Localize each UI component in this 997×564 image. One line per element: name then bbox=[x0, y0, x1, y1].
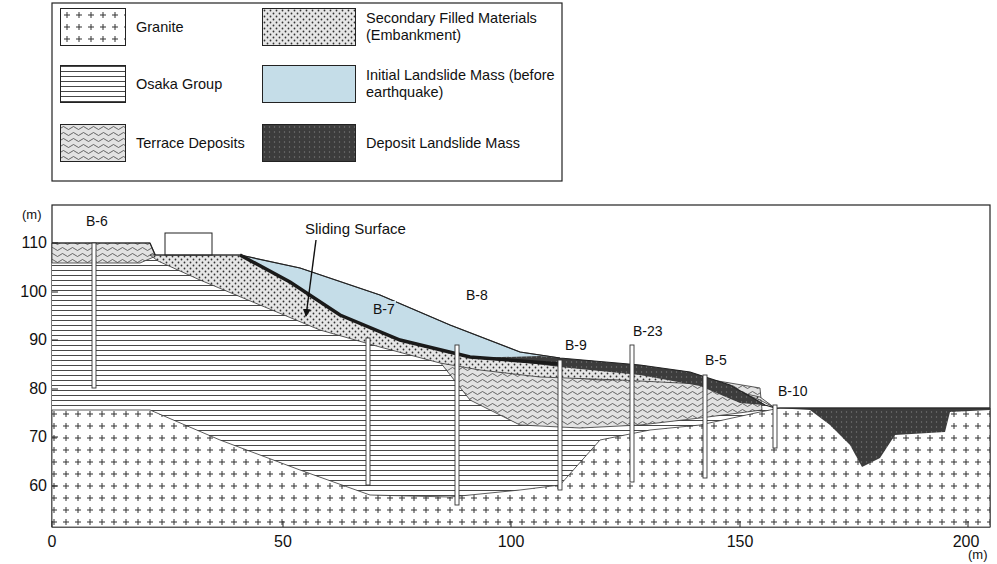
legend-swatch bbox=[262, 65, 356, 103]
legend-text: Terrace Deposits bbox=[136, 135, 248, 152]
borehole-label: B-7 bbox=[372, 301, 396, 317]
borehole-label: B-9 bbox=[565, 337, 587, 353]
axis-number: 110 bbox=[21, 234, 47, 252]
axis-unit: (m) bbox=[22, 208, 42, 223]
legend-swatch bbox=[262, 124, 356, 162]
axis-number: 100 bbox=[498, 533, 525, 551]
boreholes bbox=[92, 243, 777, 505]
legend-text: Initial Landslide Mass (before earthquak… bbox=[366, 67, 556, 100]
axis-unit: (m) bbox=[968, 548, 988, 563]
axis-number: 60 bbox=[29, 477, 47, 495]
axis-number: 90 bbox=[29, 331, 47, 349]
axis-number: 100 bbox=[20, 283, 47, 301]
legend-swatch bbox=[60, 8, 126, 46]
legend-text: Osaka Group bbox=[136, 76, 248, 93]
legend-text: Granite bbox=[136, 19, 248, 36]
borehole-label: B-8 bbox=[466, 287, 488, 303]
axis-number: 0 bbox=[48, 533, 57, 551]
swatch-pattern bbox=[61, 66, 126, 103]
plot-frame bbox=[52, 205, 990, 527]
legend-text: Secondary Filled Materials (Embankment) bbox=[366, 10, 556, 43]
borehole-label: B-5 bbox=[705, 352, 727, 368]
legend-swatch bbox=[262, 8, 356, 46]
leader-arrow bbox=[306, 240, 316, 316]
swatch-pattern bbox=[61, 125, 126, 162]
swatch-pattern bbox=[263, 125, 356, 162]
axis-number: 70 bbox=[29, 428, 47, 446]
borehole-label: B-23 bbox=[633, 323, 663, 339]
legend-swatch bbox=[60, 124, 126, 162]
annotation: Sliding Surface bbox=[305, 220, 406, 237]
axis-ticks bbox=[52, 243, 968, 527]
legend-swatch bbox=[60, 65, 126, 103]
axis-number: 80 bbox=[29, 380, 47, 398]
geology bbox=[52, 233, 990, 527]
borehole-label: B-10 bbox=[778, 383, 808, 399]
axis-number: 50 bbox=[274, 533, 292, 551]
legend-text: Deposit Landslide Mass bbox=[366, 135, 556, 152]
axis-number: 150 bbox=[727, 533, 754, 551]
swatch-pattern bbox=[263, 9, 356, 46]
swatch-pattern bbox=[61, 9, 126, 46]
legend-frame bbox=[52, 3, 562, 181]
borehole-label: B-6 bbox=[86, 213, 108, 229]
